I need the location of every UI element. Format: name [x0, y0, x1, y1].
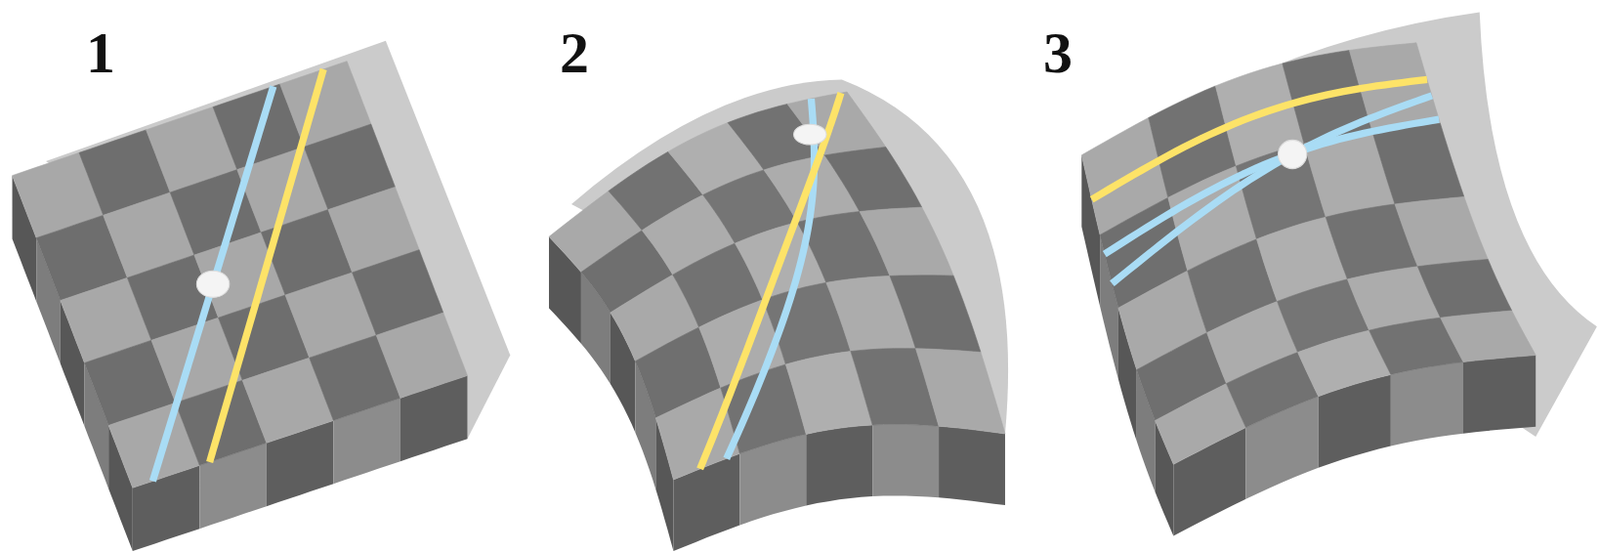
surface-curve [152, 85, 273, 481]
checker-cell [889, 275, 981, 353]
panel-number: 3 [1043, 23, 1073, 83]
surface-panel [1081, 12, 1598, 537]
surface-panel [548, 79, 1009, 551]
intersection-dot [1278, 139, 1307, 169]
checker-cell [1440, 310, 1536, 363]
checker-cell [1417, 258, 1512, 318]
back-face [1112, 12, 1598, 438]
intersection-dot [196, 270, 229, 297]
checker-cell [859, 207, 954, 276]
front-face [805, 424, 873, 506]
checker-cell [824, 147, 922, 212]
checker-cell [1394, 197, 1488, 267]
surface-curve [1111, 95, 1432, 284]
front-face [938, 425, 1006, 506]
surface-curve [1092, 79, 1428, 200]
checker-cell [376, 312, 467, 398]
surface-panel [12, 41, 511, 551]
illustration-group [12, 12, 1598, 552]
front-face [1463, 355, 1536, 434]
surface-curve [700, 92, 842, 469]
panel-number: 2 [559, 23, 590, 83]
checker-cell [915, 348, 1006, 434]
front-face [1390, 362, 1464, 447]
surface-curve [1104, 119, 1439, 254]
surface-curve [210, 69, 325, 463]
intersection-dot [794, 124, 827, 145]
panel-number: 1 [85, 23, 116, 83]
front-face [872, 423, 939, 498]
checker-cell [1372, 123, 1465, 205]
